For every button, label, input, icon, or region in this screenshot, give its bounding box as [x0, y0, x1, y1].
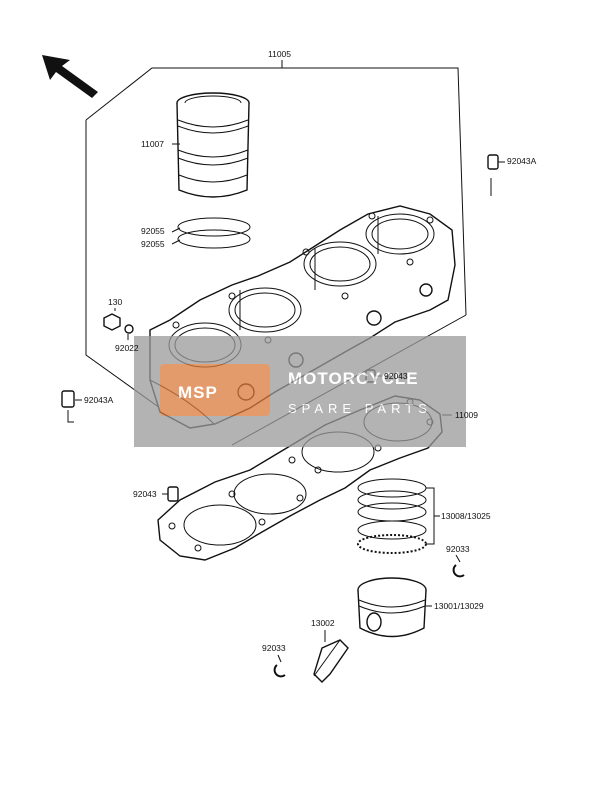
watermark-logo: MSP — [160, 364, 270, 416]
piston-rings — [357, 478, 440, 554]
label-130: 130 — [108, 297, 122, 307]
label-92043-lower: 92043 — [133, 489, 157, 499]
watermark-subtitle: SPARE PARTS — [288, 401, 432, 416]
label-92043a-left: 92043A — [84, 395, 114, 405]
part-labels: 11005 11007 92055 92055 130 92022 92043A… — [84, 49, 537, 653]
label-11005: 11005 — [268, 49, 291, 59]
watermark-logo-text: MSP — [178, 383, 218, 402]
bolt-and-washer — [103, 308, 134, 340]
arrow-up-left-icon — [42, 55, 98, 98]
label-13002: 13002 — [311, 618, 335, 628]
label-92022: 92022 — [115, 343, 139, 353]
label-11009: 11009 — [455, 410, 478, 420]
label-11007: 11007 — [141, 139, 164, 149]
watermark: MSP MOTORCYCLE SPARE PARTS — [134, 336, 466, 447]
label-13001-13029: 13001/13029 — [434, 601, 484, 611]
label-92055-b: 92055 — [141, 239, 165, 249]
circlips-and-pin — [273, 554, 465, 683]
o-rings — [177, 217, 251, 249]
watermark-title: MOTORCYCLE — [288, 369, 419, 388]
label-92043a-right: 92043A — [507, 156, 537, 166]
label-92043-center: 92043 — [384, 371, 408, 381]
cylinder-sleeve — [176, 92, 250, 198]
label-92055-a: 92055 — [141, 226, 165, 236]
label-92033-left: 92033 — [262, 643, 286, 653]
piston — [357, 577, 432, 638]
label-92033-right: 92033 — [446, 544, 470, 554]
label-13008-13025: 13008/13025 — [441, 511, 491, 521]
